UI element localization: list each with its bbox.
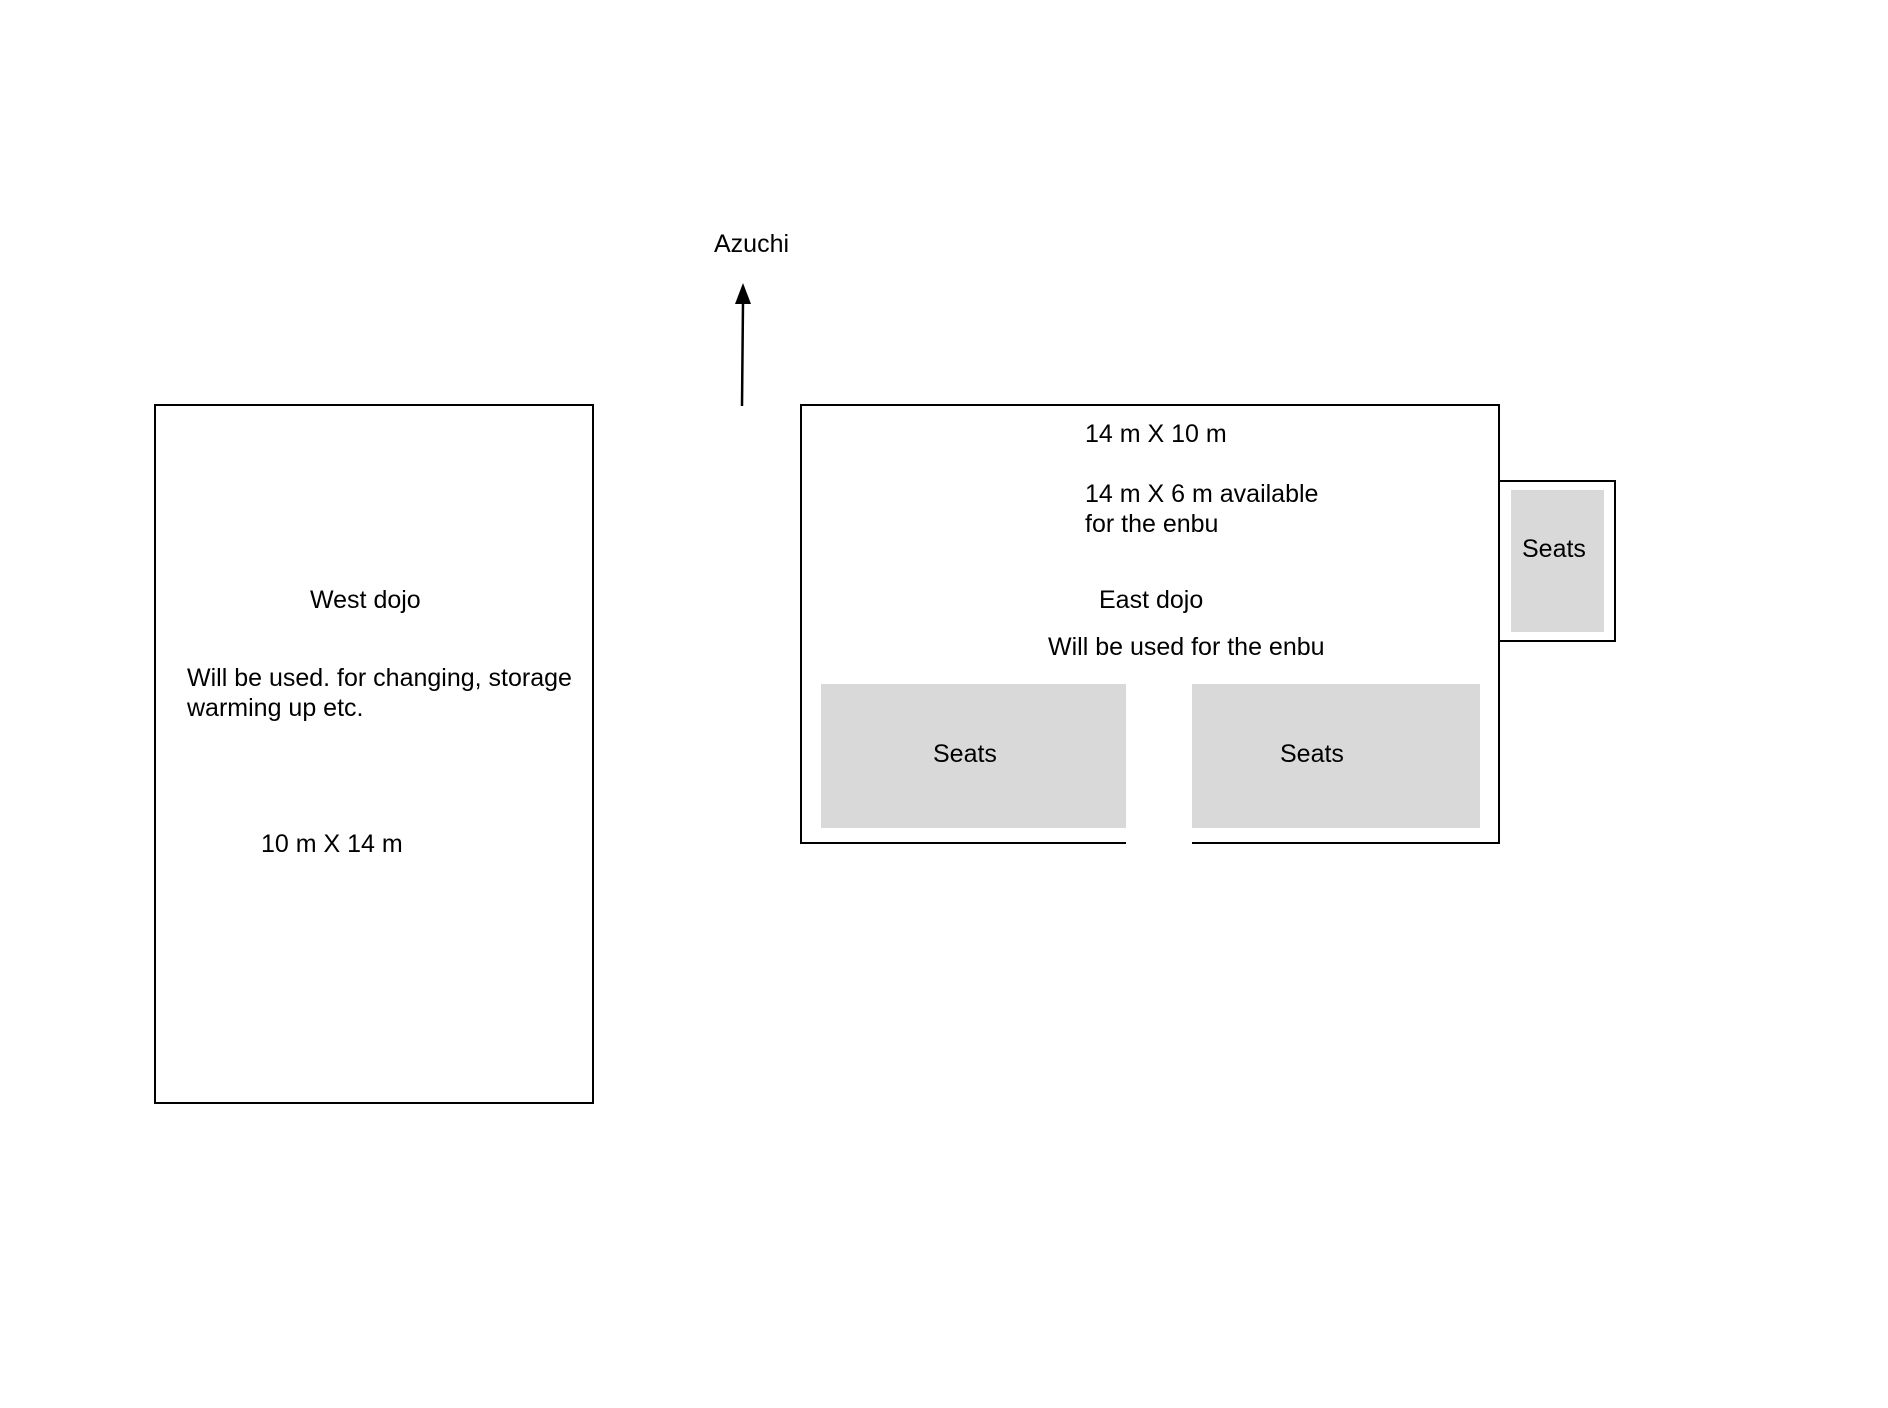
east-dojo-dimensions: 14 m X 10 m xyxy=(1085,420,1227,448)
seats-left: Seats xyxy=(821,684,1126,828)
west-dojo-purpose-line2: warming up etc. xyxy=(187,694,364,722)
enbu-area-line2: for the enbu xyxy=(1085,510,1219,538)
seats-right: Seats xyxy=(1192,684,1480,828)
east-dojo-purpose: Will be used for the enbu xyxy=(1048,633,1325,661)
seats-left-label: Seats xyxy=(933,740,997,768)
seats-side: Seats xyxy=(1511,490,1604,632)
west-dojo-title: West dojo xyxy=(310,586,421,614)
west-dojo-dimensions: 10 m X 14 m xyxy=(261,830,403,858)
seats-right-label: Seats xyxy=(1280,740,1344,768)
west-dojo-purpose-line1: Will be used. for changing, storage xyxy=(187,664,572,692)
west-dojo-outline xyxy=(154,404,594,1104)
north-arrow-icon xyxy=(735,283,751,407)
east-dojo-title: East dojo xyxy=(1099,586,1204,614)
east-dojo-entrance xyxy=(1126,838,1192,846)
azuchi-label: Azuchi xyxy=(714,230,790,258)
seats-side-label: Seats xyxy=(1522,535,1586,563)
enbu-area-line1: 14 m X 6 m available xyxy=(1085,480,1319,508)
